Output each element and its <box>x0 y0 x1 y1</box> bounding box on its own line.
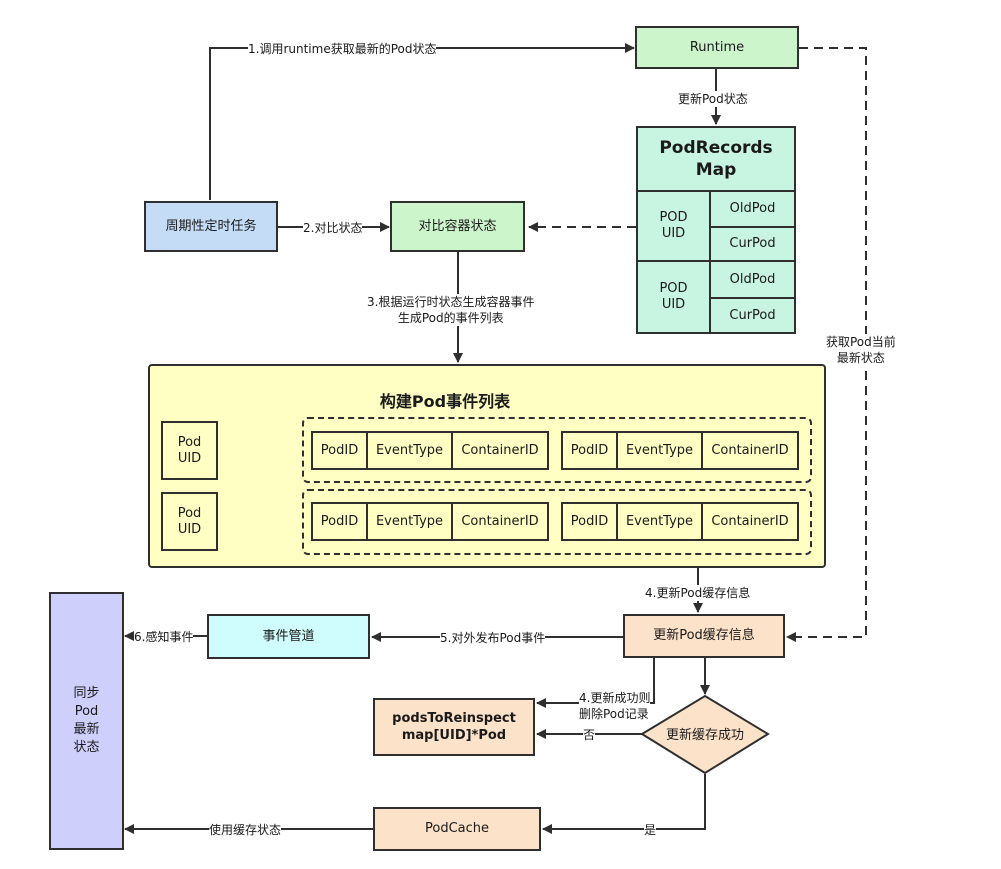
edge-yes-label: 是 <box>644 822 657 838</box>
periodic-task-node: 周期性定时任务 <box>144 201 278 252</box>
event-containerid: ContainerID <box>451 502 549 541</box>
event-eventtype: EventType <box>616 502 703 541</box>
podrecords-curpod-2: CurPod <box>709 297 796 334</box>
build-event-list-title: 构建Pod事件列表 <box>379 392 511 411</box>
edge-get-pod-label: 获取Pod当前 最新状态 <box>826 334 896 366</box>
edge-1 <box>209 43 635 200</box>
event-podid: PodID <box>311 502 368 541</box>
event-podid: PodID <box>561 431 618 470</box>
pod-cache-node: PodCache <box>373 807 541 851</box>
event-pod-uid-1: Pod UID <box>161 421 218 480</box>
podrecords-title: PodRecords Map <box>636 126 796 192</box>
edge-5-label: 5.对外发布Pod事件 <box>440 630 546 646</box>
event-pod-uid-2: Pod UID <box>161 492 218 551</box>
event-podid: PodID <box>561 502 618 541</box>
edge-use-cache-label: 使用缓存状态 <box>209 822 282 838</box>
event-eventtype: EventType <box>366 431 453 470</box>
runtime-node: Runtime <box>635 26 799 69</box>
event-containerid: ContainerID <box>451 431 549 470</box>
event-eventtype: EventType <box>366 502 453 541</box>
edge-3-label: 3.根据运行时状态生成容器事件 生成Pod的事件列表 <box>367 294 535 326</box>
event-containerid: ContainerID <box>701 431 799 470</box>
update-cache-node: 更新Pod缓存信息 <box>623 614 785 658</box>
pods-to-reinspect-node: podsToReinspect map[UID]*Pod <box>373 698 535 756</box>
event-channel-node: 事件管道 <box>207 614 370 659</box>
podrecords-oldpod-2: OldPod <box>709 260 796 299</box>
event-eventtype: EventType <box>616 431 703 470</box>
podrecords-curpod-1: CurPod <box>709 226 796 262</box>
edge-no-label: 否 <box>583 727 596 743</box>
event-group-1 <box>302 417 812 483</box>
podrecords-uid-1: POD UID <box>636 190 711 262</box>
podrecords-oldpod-1: OldPod <box>709 190 796 228</box>
edge-1-label: 1.调用runtime获取最新的Pod状态 <box>248 41 437 57</box>
edge-2-label: 2.对比状态 <box>303 220 363 236</box>
podrecords-uid-2: POD UID <box>636 260 711 334</box>
decision-diamond <box>640 694 770 775</box>
event-group-2 <box>302 489 812 555</box>
event-containerid: ContainerID <box>701 502 799 541</box>
compare-state-node: 对比容器状态 <box>390 201 525 252</box>
edge-4a-label: 4.更新Pod缓存信息 <box>645 585 751 601</box>
event-podid: PodID <box>311 431 368 470</box>
edge-6-label: 6.感知事件 <box>134 629 194 645</box>
sync-latest-state-node: 同步 Pod 最新 状态 <box>49 592 124 850</box>
edge-update-pod-state-label: 更新Pod状态 <box>678 91 748 107</box>
edge-4b <box>536 658 655 708</box>
edge-4b-label: 4.更新成功则 删除Pod记录 <box>579 690 651 722</box>
edge-yes <box>542 774 706 834</box>
update-success-label: 更新缓存成功 <box>665 728 744 743</box>
